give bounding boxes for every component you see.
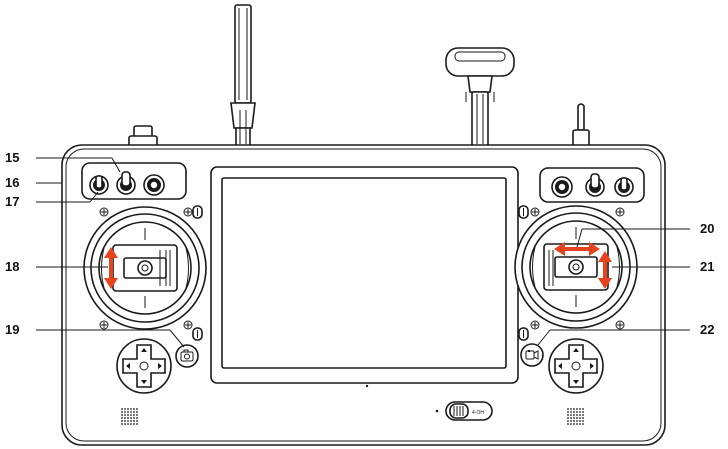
- grille-dot: [121, 414, 123, 416]
- right-shoulder-lever: [573, 104, 589, 146]
- grille-dot: [576, 414, 578, 416]
- power-switch-label: 4-OH: [472, 410, 484, 416]
- grille-dot: [130, 411, 132, 413]
- grille-dot: [127, 423, 129, 425]
- display-bezel: [211, 167, 518, 383]
- screen-indicator-dot: [366, 385, 368, 387]
- grille-dot: [570, 423, 572, 425]
- grille-dot: [133, 414, 135, 416]
- callout-20: 20: [700, 222, 714, 236]
- grille-dot: [570, 408, 572, 410]
- grille-dot: [130, 414, 132, 416]
- grille-dot: [136, 411, 138, 413]
- grille-dot: [567, 423, 569, 425]
- callout-18: 18: [5, 260, 19, 274]
- record-button: [521, 344, 543, 366]
- grille-dot: [121, 408, 123, 410]
- callout-16: 16: [5, 176, 19, 190]
- right-antenna-module: [446, 48, 514, 146]
- grille-dot: [124, 411, 126, 413]
- grille-dot: [576, 411, 578, 413]
- grille-dot: [573, 420, 575, 422]
- grille-dot: [576, 423, 578, 425]
- grille-dot: [124, 414, 126, 416]
- grille-dot: [136, 414, 138, 416]
- right-d-pad: [549, 339, 603, 393]
- grille-dot: [127, 420, 129, 422]
- grille-dot: [130, 420, 132, 422]
- grille-dot: [127, 411, 129, 413]
- grille-dot: [579, 423, 581, 425]
- grille-dot: [130, 417, 132, 419]
- grille-dot: [579, 411, 581, 413]
- grille-dot: [576, 420, 578, 422]
- callout-19: 19: [5, 323, 19, 337]
- grille-dot: [127, 417, 129, 419]
- left-d-pad: [117, 339, 171, 393]
- grille-dot: [573, 417, 575, 419]
- grille-dot: [124, 417, 126, 419]
- grille-dot: [121, 411, 123, 413]
- callout-21: 21: [700, 260, 714, 274]
- grille-dot: [567, 414, 569, 416]
- grille-dot: [582, 408, 584, 410]
- grille-dot: [573, 408, 575, 410]
- grille-dot: [582, 414, 584, 416]
- grille-dot: [130, 408, 132, 410]
- grille-dot: [579, 408, 581, 410]
- grille-dot: [121, 417, 123, 419]
- grille-dot: [576, 408, 578, 410]
- grille-dot: [133, 411, 135, 413]
- grille-dot: [582, 423, 584, 425]
- grille-dot: [133, 423, 135, 425]
- grille-dot: [124, 420, 126, 422]
- grille-dot: [130, 423, 132, 425]
- grille-dot: [136, 420, 138, 422]
- grille-dot: [567, 411, 569, 413]
- grille-dot: [573, 423, 575, 425]
- grille-dot: [579, 417, 581, 419]
- grille-dot: [127, 414, 129, 416]
- photo-button: [176, 345, 198, 367]
- grille-dot: [133, 420, 135, 422]
- grille-dot: [567, 408, 569, 410]
- callout-17: 17: [5, 195, 19, 209]
- grille-dot: [582, 417, 584, 419]
- grille-dot: [576, 417, 578, 419]
- grille-dot: [133, 408, 135, 410]
- grille-dot: [121, 423, 123, 425]
- grille-dot: [570, 414, 572, 416]
- grille-dot: [567, 417, 569, 419]
- grille-dot: [582, 420, 584, 422]
- grille-dot: [121, 420, 123, 422]
- grille-dot: [573, 414, 575, 416]
- callout-15: 15: [5, 151, 19, 165]
- grille-dot: [567, 420, 569, 422]
- grille-dot: [133, 417, 135, 419]
- grille-dot: [579, 420, 581, 422]
- left-control-stick: [84, 207, 206, 329]
- grille-dot: [136, 423, 138, 425]
- grille-dot: [570, 417, 572, 419]
- left-shoulder-dial: [129, 126, 157, 146]
- grille-dot: [127, 408, 129, 410]
- grille-dot: [582, 411, 584, 413]
- grille-dot: [124, 408, 126, 410]
- left-antenna: [231, 5, 255, 146]
- grille-dot: [136, 417, 138, 419]
- grille-dot: [136, 408, 138, 410]
- grille-dot: [573, 411, 575, 413]
- grille-dot: [579, 414, 581, 416]
- callout-22: 22: [700, 323, 714, 337]
- grille-dot: [124, 423, 126, 425]
- grille-dot: [570, 420, 572, 422]
- grille-dot: [570, 411, 572, 413]
